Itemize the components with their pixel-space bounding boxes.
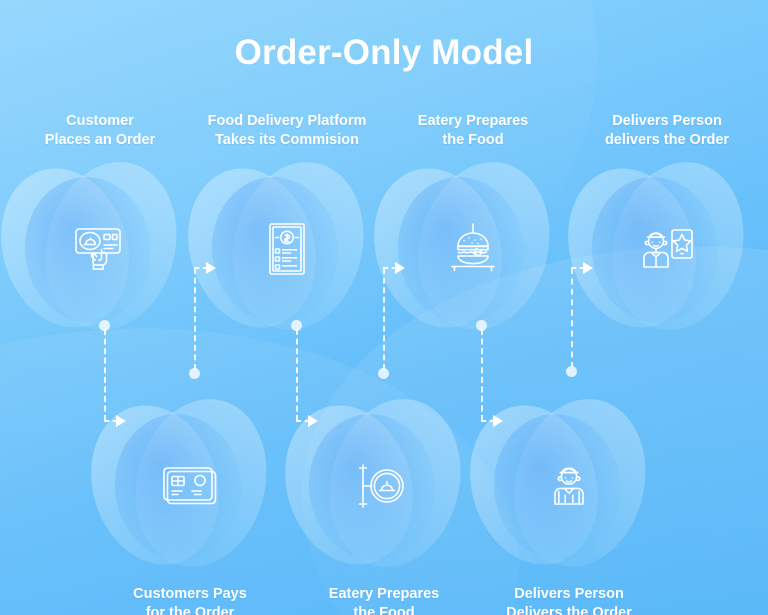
credit-card-icon <box>85 398 295 573</box>
page-title: Order-Only Model <box>234 33 534 72</box>
step-caption-line2: Takes its Commision <box>215 131 359 148</box>
step-customer-places-order: Customer Places an Order <box>0 112 205 345</box>
burger-on-tray-icon <box>368 161 578 336</box>
delivery-courier-icon <box>464 398 674 573</box>
connector-vertical-line <box>194 268 196 370</box>
step-caption-line2: for the Order <box>145 604 235 615</box>
connector-horizontal-line <box>571 267 585 269</box>
step-caption-line1: Customers Pays <box>133 586 247 602</box>
connector-start-dot <box>291 320 302 331</box>
connector-start-dot <box>476 320 487 331</box>
step-caption-line1: Delivers Person <box>514 586 624 602</box>
restaurant-sign-cloche-icon <box>279 398 489 573</box>
connector-horizontal-line <box>296 420 310 422</box>
step-delivers-person-top: Delivers Person delivers the Order <box>549 112 768 345</box>
connector-arrowhead <box>116 415 126 427</box>
connector-vertical-line <box>571 268 573 368</box>
connector-horizontal-line <box>481 420 495 422</box>
step-caption-line2: Delivers the Order <box>506 604 632 615</box>
step-eatery-prepares-bottom: Eatery Prepares the Food <box>266 385 489 615</box>
connector-vertical-line <box>296 329 298 421</box>
connector-horizontal-line <box>104 420 118 422</box>
connector-start-dot <box>566 366 577 377</box>
connector-arrowhead <box>395 262 405 274</box>
connector-vertical-line <box>383 268 385 370</box>
step-blob <box>266 385 489 581</box>
step-caption-line2: delivers the Order <box>604 131 730 148</box>
connector-arrowhead <box>583 262 593 274</box>
step-eatery-prepares-top: Eatery Prepares the Food <box>355 112 578 345</box>
connector-arrowhead <box>308 415 318 427</box>
invoice-dollar-document-icon <box>182 161 392 336</box>
connector-arrowhead <box>206 262 216 274</box>
step-blob <box>355 148 578 345</box>
connector-arrowhead <box>493 415 503 427</box>
step-caption-line1: Eatery Prepares <box>328 586 440 602</box>
step-caption-line2: Places an Order <box>44 131 156 148</box>
step-blob <box>169 148 392 345</box>
connector-vertical-line <box>481 329 483 421</box>
step-delivers-person-bottom: Delivers Person Delivers the Order <box>451 385 674 615</box>
step-caption-line1: Eatery Prepares <box>417 113 529 129</box>
connector-vertical-line <box>104 329 106 421</box>
connector-start-dot <box>189 368 200 379</box>
step-caption-line1: Delivers Person <box>612 113 722 129</box>
step-caption-line2: the Food <box>353 604 415 615</box>
delivery-person-rating-icon <box>562 161 768 336</box>
step-platform-commission: Food Delivery Platform Takes its Commisi… <box>169 112 392 345</box>
online-food-order-screen-icon <box>0 161 205 336</box>
step-blob <box>72 385 295 581</box>
step-blob <box>0 148 205 345</box>
connector-start-dot <box>99 320 110 331</box>
step-blob <box>451 385 674 581</box>
step-caption-line1: Customer <box>66 113 134 129</box>
step-blob <box>549 148 768 345</box>
step-customer-pays: Customers Pays for the Order <box>72 385 295 615</box>
step-caption-line1: Food Delivery Platform <box>207 113 367 129</box>
connector-horizontal-line <box>383 267 397 269</box>
step-caption-line2: the Food <box>442 131 504 148</box>
connector-start-dot <box>378 368 389 379</box>
connector-horizontal-line <box>194 267 208 269</box>
